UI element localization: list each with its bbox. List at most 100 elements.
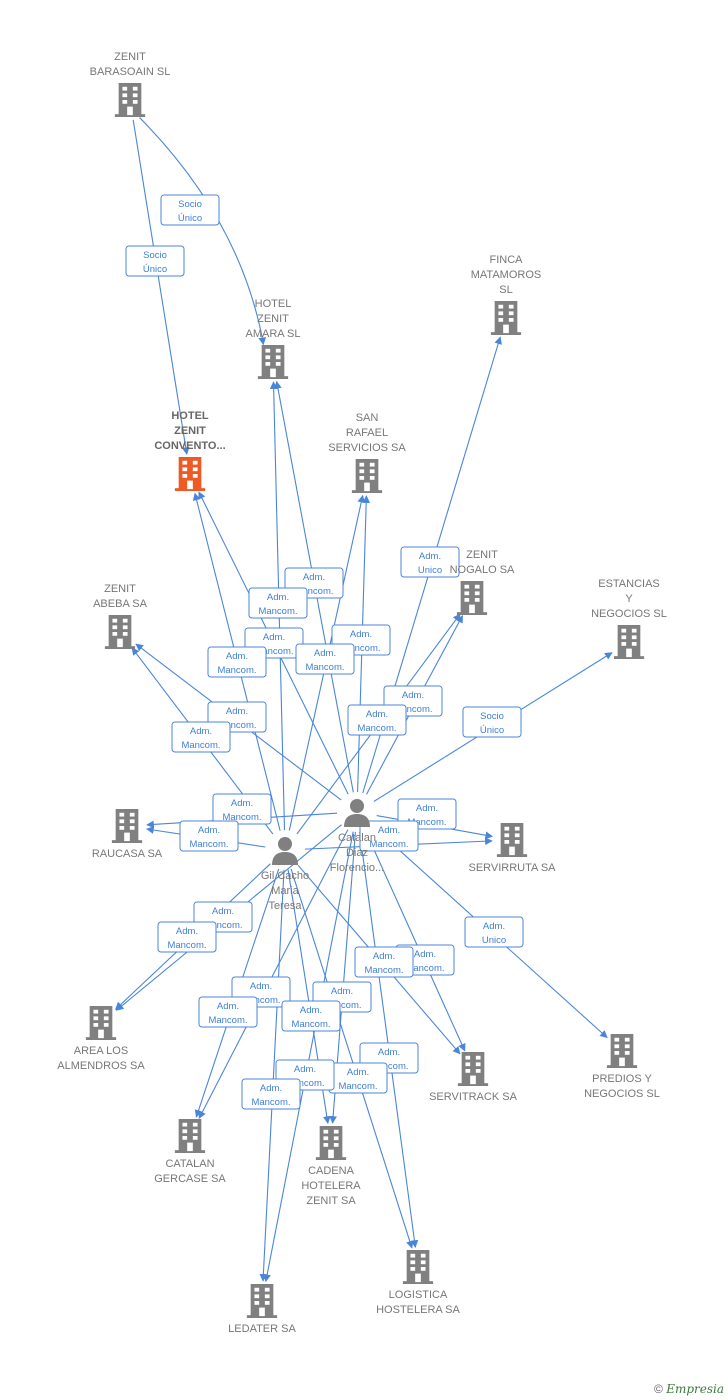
node-label: Catalan (338, 832, 376, 844)
edge-label-text: Adm. (378, 825, 400, 836)
node-hotel-zenit-convento[interactable]: HOTELZENITCONVENTO... (154, 410, 226, 491)
edge-label-box (354, 946, 414, 978)
edge-label-box (198, 996, 258, 1028)
edge-label-text: Adm. (263, 632, 285, 643)
edge-label-text: Mancom. (217, 720, 256, 731)
building-icon (257, 345, 289, 379)
edge-label-text: Adm. (212, 906, 234, 917)
node-servitrack[interactable]: SERVITRACK SA (429, 1052, 518, 1103)
edge-label[interactable]: Adm.Mancom. (328, 1062, 388, 1094)
edge-label-text: Adm. (414, 949, 436, 960)
edge-label-text: Mancom. (291, 1019, 330, 1030)
edge-labels-layer: SocioÚnicoSocioÚnicoAdm.UnicoSocioÚnicoA… (125, 194, 524, 1110)
node-label: ZENIT (466, 549, 498, 561)
node-ledater[interactable]: LEDATER SA (228, 1284, 296, 1335)
edge-label[interactable]: Adm.Mancom. (248, 587, 308, 619)
node-label: Y (625, 593, 633, 605)
node-servirruta[interactable]: SERVIRRUTA SA (468, 823, 556, 874)
edge-label-box (212, 793, 272, 825)
edge-label[interactable]: Adm.Mancom. (157, 921, 217, 953)
edge-label-text: Adm. (300, 1005, 322, 1016)
building-icon (613, 625, 645, 659)
edge-label-text: Mancom. (338, 1081, 377, 1092)
edge-label-text: Mancom. (189, 839, 228, 850)
edge-label[interactable]: Adm. Mancom. (354, 946, 414, 978)
edge-label-text: Adm. (176, 926, 198, 937)
node-label: ESTANCIAS (598, 578, 660, 590)
edge-label[interactable]: Adm.Mancom. (241, 1078, 301, 1110)
node-label: AREA LOS (74, 1045, 128, 1057)
edge-label[interactable]: Adm.Unico (464, 916, 524, 948)
edge-label-text: Adm. (294, 1064, 316, 1075)
edge-label-box (281, 1000, 341, 1032)
edge-label-text: Adm. (483, 921, 505, 932)
edge-label-box (160, 194, 220, 226)
node-label: NEGOCIOS SL (591, 608, 667, 620)
edge-zenit-barasoain-to-hotel-zenit-amara (139, 117, 266, 346)
edge-label-text: Adm. (373, 951, 395, 962)
edge-label-box (462, 706, 522, 738)
node-label: CONVENTO... (154, 440, 225, 452)
node-label: SAN (356, 412, 379, 424)
edge-label-text: Adm. (231, 798, 253, 809)
edge-label[interactable]: Adm.Mancom. (212, 793, 272, 825)
edge-label-text: Mancom. (251, 1097, 290, 1108)
edge-label[interactable]: Adm. Mancom. (281, 1000, 341, 1032)
building-icon (490, 301, 522, 335)
edge-label[interactable]: Adm.Mancom. (171, 721, 231, 753)
node-raucasa[interactable]: RAUCASA SA (92, 809, 163, 860)
person-icon (272, 837, 298, 865)
edge-label[interactable]: Adm.Mancom. (347, 704, 407, 736)
node-label: SERVICIOS SA (328, 442, 406, 454)
edge-label[interactable]: Adm.Unico (400, 546, 460, 578)
edge-label-text: Único (143, 264, 167, 275)
edge-catalan-diaz-to-catalan-gercase (198, 829, 349, 1119)
edge-label-text: Mancom. (364, 965, 403, 976)
node-label: AMARA SL (245, 328, 300, 340)
edge-label-text: Mancom. (285, 1078, 324, 1089)
edge-label[interactable]: Adm.Mancom. (207, 646, 267, 678)
building-icon (496, 823, 528, 857)
node-label: HOSTELERA SA (376, 1304, 460, 1316)
edge-label[interactable]: Adm.Mancom. (295, 643, 355, 675)
edge-label-text: Adm. (250, 981, 272, 992)
node-label: FINCA (490, 254, 524, 266)
edge-label-text: Mancom. (407, 817, 446, 828)
brand-name: Empresia (666, 1382, 724, 1396)
node-label: HOTELERA (301, 1180, 361, 1192)
node-label: HOTEL (171, 410, 209, 422)
edge-label-box (347, 704, 407, 736)
edge-label-box (464, 916, 524, 948)
edge-label-text: Adm. (416, 803, 438, 814)
edge-label-text: Adm. (217, 1001, 239, 1012)
edge-label-text: Mancom. (208, 1015, 247, 1026)
edge-label[interactable]: Adm. Mancom. (198, 996, 258, 1028)
edge-label[interactable]: Adm.Mancom. (359, 820, 419, 852)
edge-label[interactable]: Adm.Mancom. (179, 820, 239, 852)
edge-label-text: Mancom. (241, 995, 280, 1006)
edge-label-text: Adm. (190, 726, 212, 737)
edges-layer (115, 117, 613, 1283)
edge-label-text: Mancom. (405, 963, 444, 974)
edge-label-text: Mancom. (357, 723, 396, 734)
building-icon (456, 581, 488, 615)
node-catalan-diaz[interactable]: CatalanDiazFlorencio... (330, 799, 384, 874)
node-estancias-negocios[interactable]: ESTANCIAS Y NEGOCIOS SL (591, 578, 667, 659)
building-icon (246, 1284, 278, 1318)
